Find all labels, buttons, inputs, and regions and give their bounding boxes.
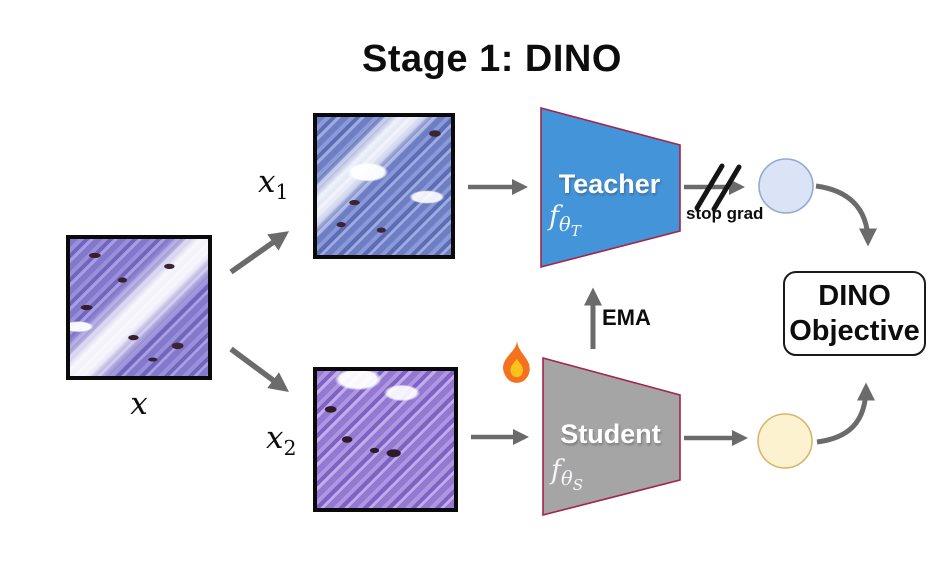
fire-icon bbox=[503, 340, 530, 383]
student-embedding-circle bbox=[757, 413, 813, 469]
stop-grad-label: stop grad bbox=[686, 204, 764, 223]
diagram-title: Stage 1: DINO bbox=[362, 38, 622, 80]
arrow-x-to-x1 bbox=[229, 231, 290, 275]
arrow-student-to-objective bbox=[816, 382, 875, 445]
augmented-view-x2-image bbox=[313, 367, 458, 512]
ema-label: EMA bbox=[602, 305, 651, 330]
student-fn-label: fθS bbox=[551, 455, 584, 495]
teacher-encoder-trapezoid bbox=[540, 106, 681, 269]
augmented-view-x1-image bbox=[313, 113, 455, 259]
student-label: Student bbox=[560, 419, 661, 449]
objective-line2: Objective bbox=[789, 314, 920, 347]
view1-label-x1: x1 bbox=[258, 164, 289, 205]
arrow-teacher-to-objective bbox=[815, 183, 877, 247]
stop-grad-slash-1 bbox=[694, 163, 725, 211]
student-encoder-trapezoid bbox=[542, 356, 681, 517]
input-image-x bbox=[66, 235, 212, 380]
view2-label-x2: x2 bbox=[266, 420, 297, 461]
teacher-embedding-circle bbox=[758, 158, 814, 214]
objective-line1: DINO bbox=[818, 280, 891, 313]
stop-grad-slash-2 bbox=[711, 164, 742, 212]
arrow-x-to-x2 bbox=[229, 346, 289, 392]
input-label-x: x bbox=[130, 386, 148, 422]
teacher-label: Teacher bbox=[558, 169, 661, 199]
teacher-fn-label: fθT bbox=[549, 201, 581, 241]
dino-objective-box: DINO Objective bbox=[783, 271, 926, 356]
